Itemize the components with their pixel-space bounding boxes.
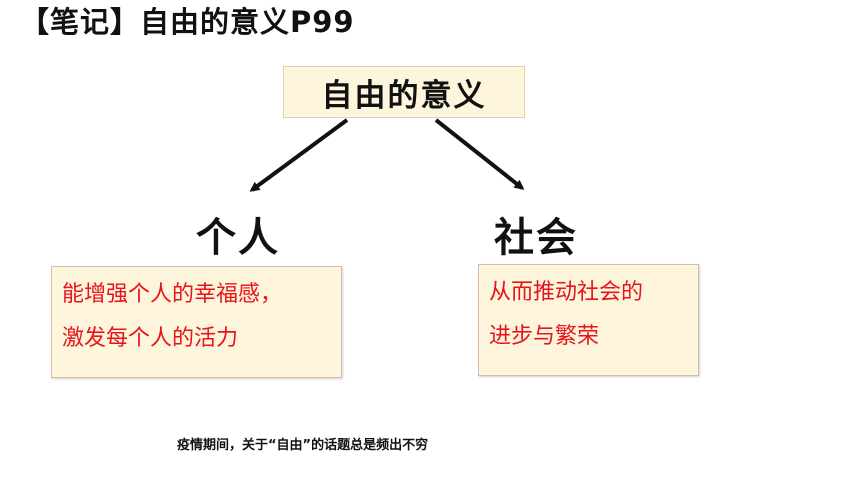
branch-label-social: 社会 [494, 215, 578, 261]
note-line: 能增强个人的幸福感， [62, 282, 283, 307]
arrow-to-personal [249, 118, 349, 192]
note-line: 进步与繁荣 [489, 324, 600, 349]
note-line: 从而推动社会的 [489, 280, 644, 305]
branch-label-personal: 个人 [196, 215, 280, 261]
caption-text: 疫情期间，关于“自由”的话题总是频出不穷 [177, 438, 429, 453]
note-box-personal: 能增强个人的幸福感， 激发每个人的活力 [51, 266, 342, 378]
root-node: 自由的意义 [283, 66, 525, 118]
note-box-social: 从而推动社会的 进步与繁荣 [478, 264, 699, 376]
root-node-label: 自由的意义 [321, 77, 487, 114]
arrow-to-social [434, 118, 525, 190]
note-line: 激发每个人的活力 [62, 326, 239, 351]
page-title: 【笔记】自由的意义P99 [20, 5, 355, 39]
